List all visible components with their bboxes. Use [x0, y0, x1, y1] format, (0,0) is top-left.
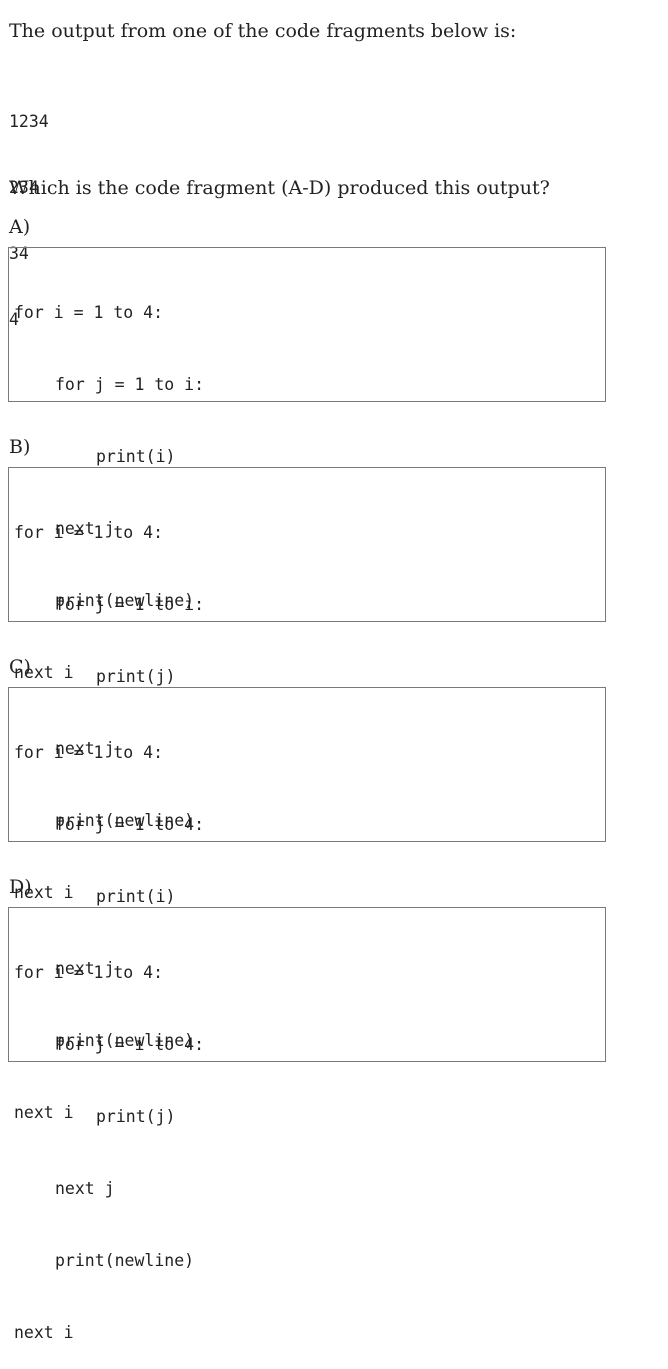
code-line: print(i) [96, 887, 176, 906]
code-line: next j [55, 1179, 115, 1198]
output-line: 4 [9, 310, 19, 329]
option-d-label: D) [9, 876, 32, 898]
code-line: print(j) [96, 1107, 176, 1126]
code-line: print(newline) [55, 1251, 195, 1270]
code-line: for j = 1 to i: [55, 375, 205, 394]
code-line: next i [14, 1323, 74, 1342]
code-line: next j [55, 519, 115, 538]
code-line: print(newline) [55, 811, 195, 830]
expected-output: 1234 234 34 4 [9, 67, 49, 353]
option-b-code: for i = 1 to 4: for j = 1 to i: print(j)… [8, 467, 606, 902]
option-c-label: C) [9, 656, 31, 678]
option-a-label: A) [9, 216, 31, 238]
option-b-label: B) [9, 436, 31, 458]
code-line: print(i) [96, 447, 176, 466]
code-line: for j = 1 to 4: [55, 815, 205, 834]
code-line: next i [14, 883, 74, 902]
code-line: print(newline) [55, 591, 195, 610]
option-a-code: for i = 1 to 4: for j = 1 to i: print(i)… [8, 247, 606, 682]
code-line: for i = 1 to 4: [14, 963, 164, 982]
code-line: for i = 1 to 4: [14, 743, 164, 762]
code-line: for j = 1 to i: [55, 595, 205, 614]
code-line: for j = i to 4: [55, 1035, 205, 1054]
code-line: print(j) [96, 667, 176, 686]
code-line: next i [14, 663, 74, 682]
option-c-code: for i = 1 to 4: for j = 1 to 4: print(i)… [8, 687, 606, 1122]
code-line: next j [55, 959, 115, 978]
output-line: 234 [9, 178, 39, 197]
output-line: 1234 [9, 112, 49, 131]
code-line: next j [55, 739, 115, 758]
question-text: Which is the code fragment (A-D) produce… [9, 177, 550, 199]
option-d-code: for i = 1 to 4: for j = i to 4: print(j)… [8, 907, 606, 1342]
code-line: for i = 1 to 4: [14, 303, 164, 322]
code-line: for i = 1 to 4: [14, 523, 164, 542]
output-line: 34 [9, 244, 29, 263]
code-line: print(newline) [55, 1031, 195, 1050]
intro-text: The output from one of the code fragment… [9, 20, 517, 42]
